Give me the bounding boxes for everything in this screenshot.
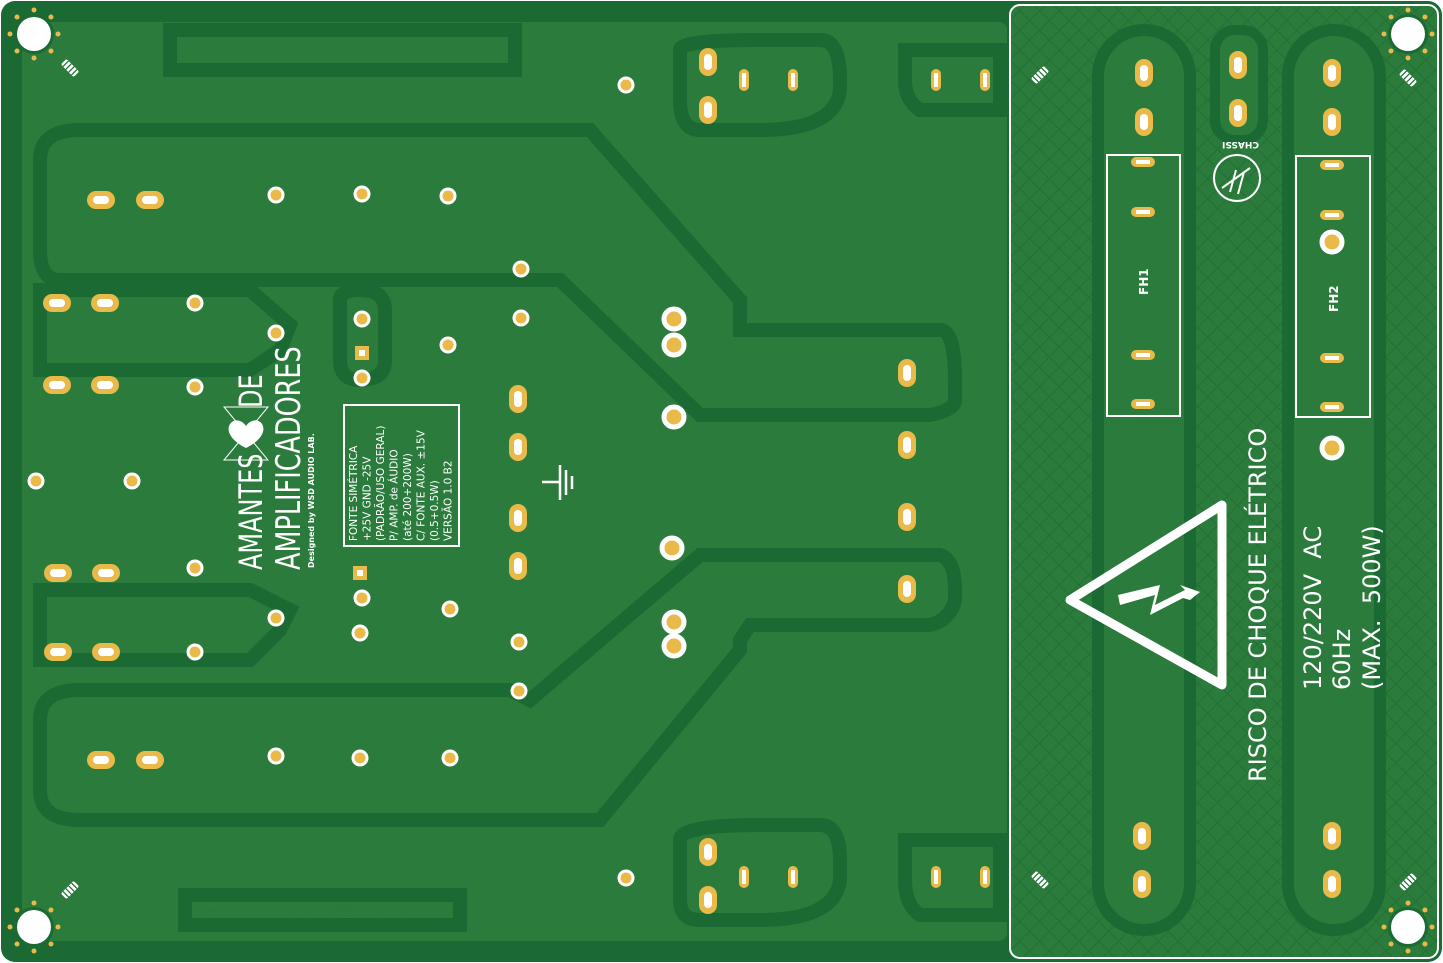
pad (27, 472, 45, 490)
watermark-bottom: Designed by WSD AUDO LAB. © 2026 (200, 904, 447, 919)
pad (351, 749, 369, 767)
pad (353, 185, 371, 203)
watermark-top: AMANTESDEAMPLIFICADORES.COM.BR © 2026 (184, 43, 491, 58)
screw-icon (1031, 871, 1049, 889)
mounting-hole (1381, 7, 1435, 61)
pad (186, 643, 204, 661)
pads (7, 7, 1435, 954)
fh1-label: FH1 (1137, 268, 1151, 295)
pad (510, 633, 528, 651)
mounting-hole (7, 900, 61, 954)
logo-line-amplificadores: AMPLIFICADORES (269, 346, 309, 570)
ground-symbol-icon (542, 465, 574, 500)
pad (186, 294, 204, 312)
info-line: VERSÃO 1.0 B2 (442, 461, 455, 542)
pad (510, 682, 528, 700)
mounting-hole (7, 7, 61, 61)
brand-logo: AMANTES DE AMPLIFICADORES Designed by WS… (222, 346, 316, 570)
pad (353, 310, 371, 328)
pad (353, 589, 371, 607)
pad-large (661, 633, 687, 659)
max-power-label: (MAX. 500W) (1358, 525, 1386, 690)
pad (186, 378, 204, 396)
info-line: FONTE SIMÉTRICA (347, 445, 360, 541)
pad-large (661, 609, 687, 635)
info-line: C/ FONTE AUX. ±15V (416, 429, 428, 541)
fh2-label: FH2 (1327, 285, 1341, 312)
screw-icon (1399, 873, 1417, 891)
chassis-ground-icon (1213, 154, 1261, 202)
pad (441, 749, 459, 767)
chassis-label: CHASSI (1222, 139, 1259, 149)
screw-icon (1399, 69, 1417, 87)
shock-warning-text: RISCO DE CHOQUE ELÉTRICO (1243, 428, 1272, 782)
screw-icon (61, 59, 79, 77)
screw-icon (1031, 66, 1049, 84)
logo-line-amantes: AMANTES (233, 454, 270, 570)
logo-credit: Designed by WSD AUDIO LAB. (307, 433, 316, 568)
pad-large (1319, 435, 1345, 461)
fuse-holder-fh2-outline (1295, 155, 1371, 418)
voltage-label: 120/220V AC (1299, 526, 1327, 690)
pad (439, 187, 457, 205)
info-line: (até 200+200W) (402, 453, 414, 541)
pad (267, 609, 285, 627)
pad (441, 600, 459, 618)
info-line: +25V GND -25V (362, 456, 374, 541)
pad-large (661, 332, 687, 358)
info-line: (PADRÃO/USO GERAL) (374, 426, 387, 541)
heart-icon (222, 406, 270, 461)
pad (512, 309, 530, 327)
info-line: (0.5+0.5W) (429, 480, 441, 541)
pad (353, 369, 371, 387)
pad (186, 559, 204, 577)
frequency-label: 60Hz (1328, 629, 1356, 690)
mounting-hole (1381, 900, 1435, 954)
info-line: P/ AMP. de ÁUDIO (388, 449, 401, 541)
pad-large (661, 306, 687, 332)
pad (351, 624, 369, 642)
pad-large (661, 404, 687, 430)
pad (512, 260, 530, 278)
pad (617, 869, 635, 887)
fuse-holder-fh1-outline (1106, 154, 1181, 417)
pad (439, 336, 457, 354)
pad (267, 324, 285, 342)
pad-large (659, 535, 685, 561)
pad (267, 747, 285, 765)
info-box: FONTE SIMÉTRICA+25V GND -25V(PADRÃO/USO … (343, 404, 460, 547)
pad (123, 472, 141, 490)
high-voltage-warning-icon (1065, 500, 1227, 690)
mains-section: FH1 FH2 CHASSI RISCO DE CHOQUE ELÉTRICO … (1009, 4, 1439, 959)
screw-icon (61, 881, 79, 899)
logo-line-de: DE (233, 374, 270, 408)
pad (617, 76, 635, 94)
pad (267, 186, 285, 204)
pad-large (1319, 229, 1345, 255)
